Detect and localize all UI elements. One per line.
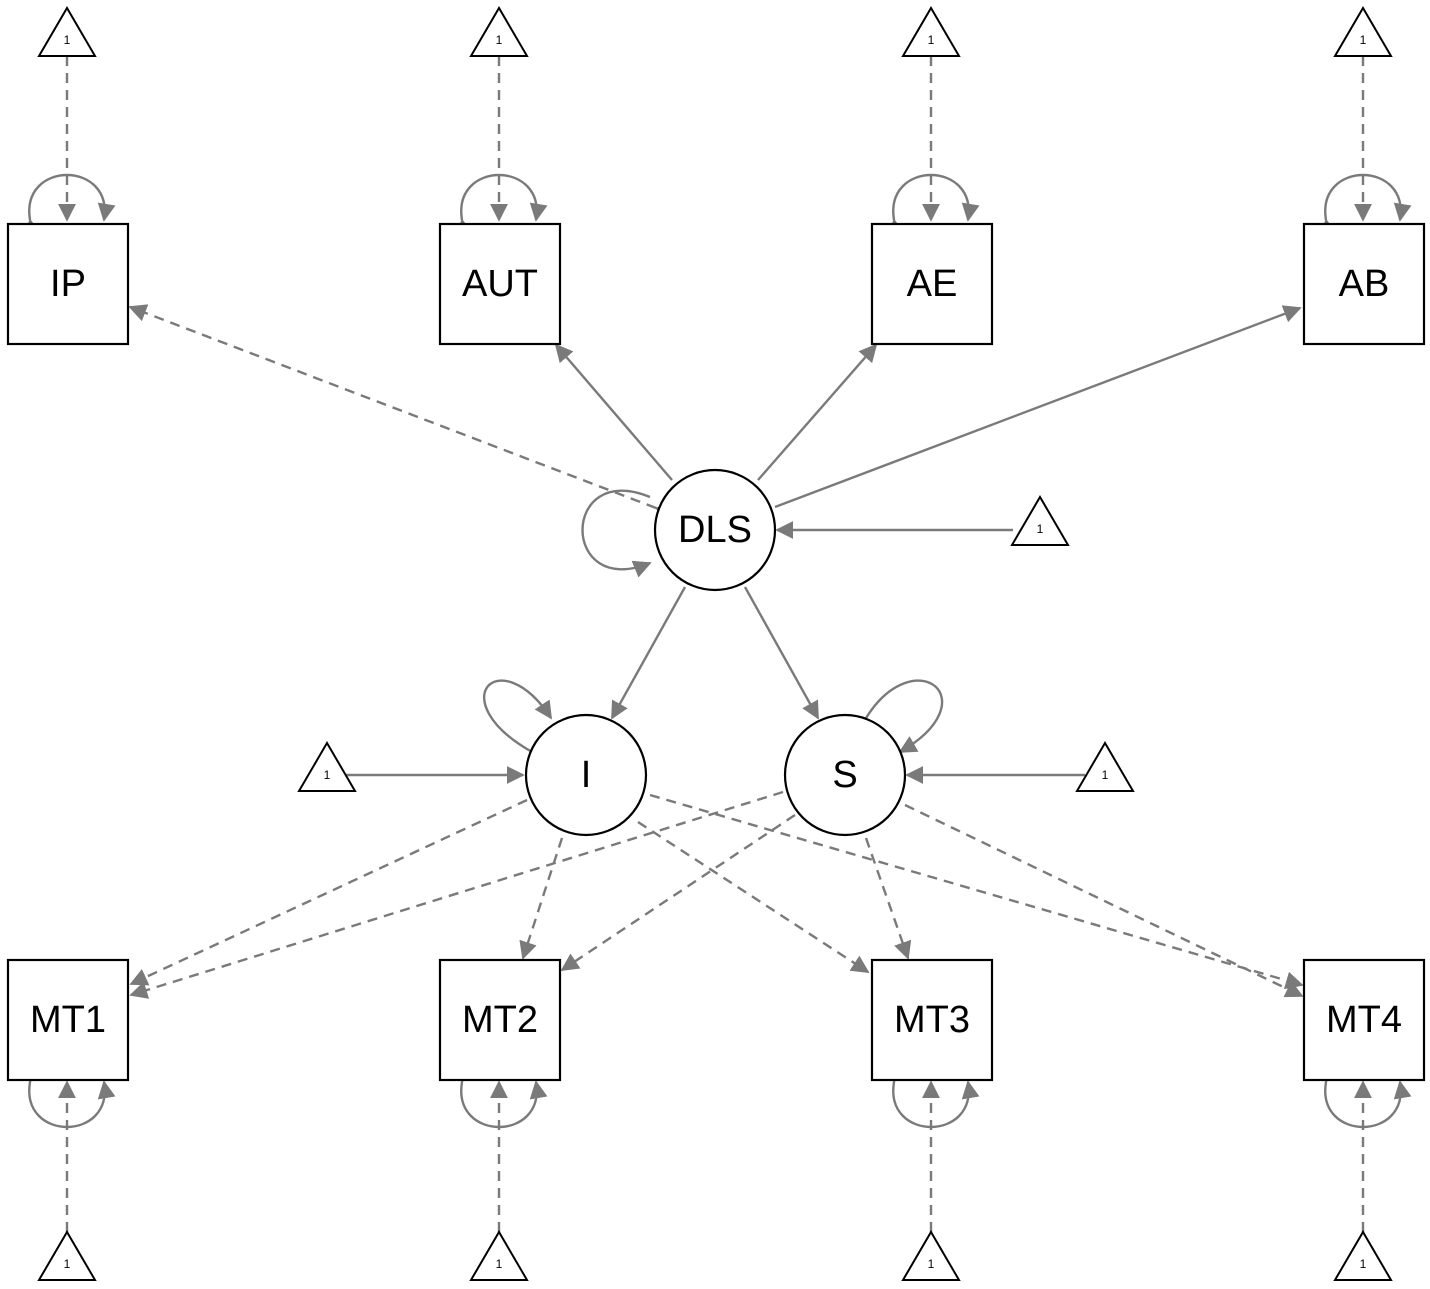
variance-loop-dls: [581, 489, 652, 578]
loading-dls-aut: [554, 343, 673, 481]
constant-label: 1: [496, 1257, 503, 1271]
constant-mt4: 1: [1333, 1230, 1393, 1281]
constant-i: 1: [297, 741, 357, 792]
node-s: S: [783, 713, 907, 837]
node-dls: DLS: [653, 468, 777, 592]
path-dls-i: [610, 586, 687, 720]
node-label-dls: DLS: [678, 509, 752, 551]
variance-loop-ae: [887, 174, 980, 238]
node-ab: AB: [1302, 222, 1426, 346]
node-label-aut: AUT: [462, 263, 538, 305]
node-i: I: [524, 713, 648, 837]
variance-loop-mt1: [23, 1064, 116, 1128]
edges: [23, 56, 1412, 1232]
node-aut: AUT: [438, 222, 562, 346]
loading-dls-ae: [757, 343, 878, 481]
constants: 1 1 1 1 1 1 1 1: [37, 6, 1393, 1281]
constant-mt1: 1: [37, 1230, 97, 1281]
loading-dls-ab: [774, 305, 1302, 509]
loading-i-mt3: [637, 820, 870, 974]
constant-ip: 1: [37, 6, 97, 57]
constant-label: 1: [928, 1257, 935, 1271]
constant-dls: 1: [1010, 495, 1070, 546]
constant-label: 1: [1360, 33, 1367, 47]
constant-mt2: 1: [469, 1230, 529, 1281]
node-label-ip: IP: [50, 263, 86, 305]
variance-loop-ip: [23, 174, 116, 238]
loading-dls-ip: [128, 304, 675, 523]
variance-loop-mt3: [887, 1064, 980, 1128]
node-mt4: MT4: [1302, 958, 1426, 1082]
loading-s-mt4: [904, 803, 1304, 998]
path-dls-s: [743, 586, 820, 720]
latent-variables: DLS I S: [524, 468, 907, 837]
node-label-s: S: [832, 754, 857, 796]
constant-aut: 1: [469, 6, 529, 57]
loading-s-mt1: [129, 790, 784, 999]
observed-variables: IP AUT AE AB MT1 MT2 MT3 MT4: [6, 222, 1426, 1082]
node-mt3: MT3: [870, 958, 994, 1082]
constant-label: 1: [64, 1257, 71, 1271]
loading-i-mt1: [129, 798, 528, 986]
node-mt1: MT1: [6, 958, 130, 1082]
variance-loop-ab: [1319, 174, 1412, 238]
node-label-i: I: [581, 754, 592, 796]
node-label-mt3: MT3: [894, 999, 970, 1041]
constant-ab: 1: [1333, 6, 1393, 57]
constant-s: 1: [1075, 741, 1135, 792]
node-label-mt4: MT4: [1326, 999, 1402, 1041]
constant-label: 1: [1102, 768, 1109, 782]
node-label-mt1: MT1: [30, 999, 106, 1041]
node-label-ae: AE: [907, 263, 958, 305]
loading-s-mt3: [864, 837, 912, 960]
node-ip: IP: [6, 222, 130, 346]
constant-label: 1: [496, 33, 503, 47]
variance-loop-s: [864, 679, 944, 754]
node-mt2: MT2: [438, 958, 562, 1082]
variance-loop-aut: [455, 174, 548, 238]
node-ae: AE: [870, 222, 994, 346]
loading-i-mt4: [649, 793, 1304, 990]
loading-s-mt2: [560, 814, 796, 971]
constant-ae: 1: [901, 6, 961, 57]
variance-loop-i: [483, 679, 553, 754]
variance-loop-mt2: [455, 1064, 548, 1128]
constant-label: 1: [324, 768, 331, 782]
constant-mt3: 1: [901, 1230, 961, 1281]
node-label-ab: AB: [1339, 263, 1390, 305]
constant-label: 1: [928, 33, 935, 47]
constant-label: 1: [1037, 522, 1044, 536]
variance-loop-mt4: [1319, 1064, 1412, 1128]
constant-label: 1: [64, 33, 71, 47]
loading-i-mt2: [519, 837, 564, 960]
constant-label: 1: [1360, 1257, 1367, 1271]
node-label-mt2: MT2: [462, 999, 538, 1041]
